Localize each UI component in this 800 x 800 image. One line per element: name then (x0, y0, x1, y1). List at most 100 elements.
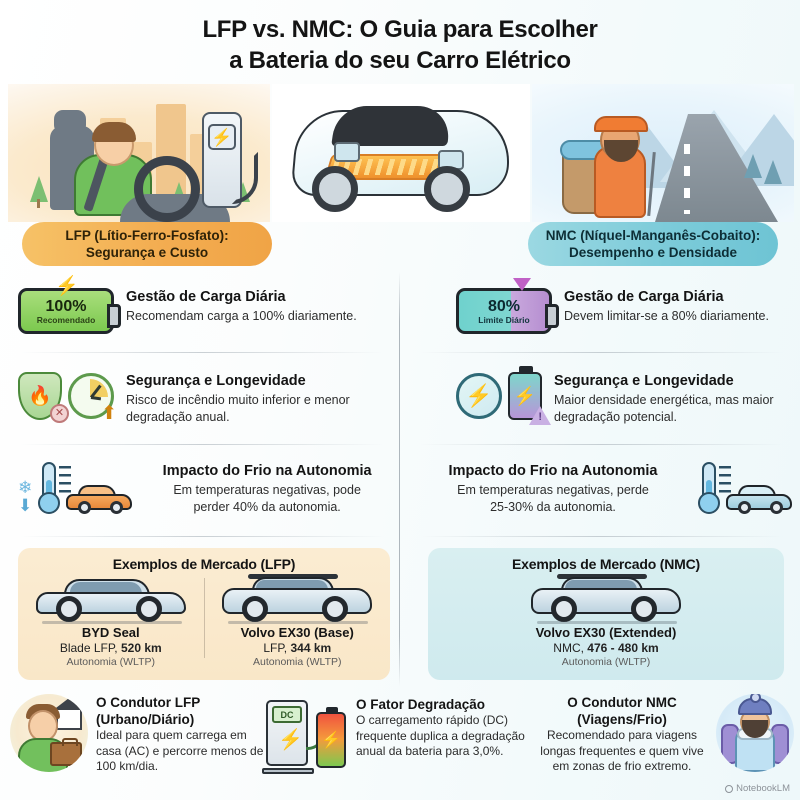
hero-image-ev-cutaway (272, 84, 530, 222)
car-wheel (551, 596, 577, 622)
warning-exclamation: ! (538, 411, 542, 423)
market-card-lfp: Exemplos de Mercado (LFP) BYD Seal Blade… (18, 548, 390, 680)
market-lfp-title: Exemplos de Mercado (LFP) (112, 556, 296, 572)
briefcase-icon (50, 738, 82, 766)
energy-density-icon: ⚡ (456, 373, 502, 419)
dc-label: DC (272, 706, 302, 723)
nmc-charge-title: Gestão de Carga Diária (564, 289, 724, 305)
avatar-beard (742, 720, 768, 738)
column-divider (399, 272, 400, 686)
lfp-safety-body: Risco de incêndio muito inferior e menor… (126, 393, 350, 424)
ev-roof-glass (331, 106, 453, 146)
banner-nmc-line-2: Desempenho e Densidade (568, 245, 738, 260)
clock-longevity-icon: ⬆ (68, 373, 117, 423)
up-arrow-icon: ⬆ (101, 403, 117, 424)
car-illustration (35, 574, 186, 624)
shield-fire-icon: 🔥 ✕ (18, 372, 69, 423)
degradation-title: O Fator Degradação (356, 697, 486, 712)
lfp-safety-row: 🔥 ✕ ⬆ Segurança e Longevidade Risco de i… (18, 372, 390, 425)
car-roof (557, 574, 647, 579)
driver-lfp-text: O Condutor LFP (Urbano/Diário) Ideal par… (96, 694, 265, 775)
page-title: LFP vs. NMC: O Guia para Escolher a Bate… (0, 6, 800, 84)
nmc-safety-body: Maior densidade energética, mas maior de… (554, 393, 774, 424)
nmc-charge-text: Gestão de Carga Diária Devem limitar-se … (564, 288, 769, 325)
car-glass (69, 582, 142, 594)
driver-nmc-text: O Condutor NMC (Viagens/Frio) Recomendad… (536, 694, 708, 775)
nmc-safety-row: ⚡ ⚡ ! Segurança e Longevidade Maior dens… (456, 366, 794, 425)
car-spec-range: 344 km (290, 641, 332, 655)
tree-icon (30, 176, 48, 202)
car-note: Autonomia (WLTP) (66, 656, 156, 668)
battery-80-icon: 80% Limite Diário (456, 278, 559, 334)
lfp-charge-row: ⚡ 100% Recomendado Gestão de Carga Diári… (18, 277, 390, 334)
car-spec: Blade LFP, 520 km (60, 641, 162, 656)
thermometer-icon (38, 462, 72, 514)
page-title-line-1: LFP vs. NMC: O Guia para Escolher (202, 16, 598, 43)
car-wheel (631, 596, 657, 622)
notebooklm-logo-icon (725, 784, 734, 793)
market-nmc-title: Exemplos de Mercado (NMC) (512, 556, 700, 572)
nmc-cold-row: Impacto do Frio na Autonomia Em temperat… (420, 462, 792, 515)
nmc-cold-icons (698, 462, 792, 514)
thermometer-bulb (38, 492, 61, 514)
battery-value: 100% (45, 297, 87, 315)
dc-charger-icon-group: DC ⚡ ⚡ (262, 694, 348, 776)
driver-lfp-title-line-2: (Urbano/Diário) (96, 712, 195, 727)
nmc-cold-title: Impacto do Frio na Autonomia (448, 463, 658, 479)
hero-image-mountain-hiker (532, 84, 794, 222)
lfp-cold-body-line-2: perder 40% da autonomia. (193, 499, 341, 514)
banner-lfp: LFP (Lítio-Ferro-Fosfato): Segurança e C… (22, 222, 272, 266)
steering-wheel-icon (134, 156, 200, 222)
nmc-cold-text: Impacto do Frio na Autonomia Em temperat… (420, 462, 686, 515)
nmc-charge-icons: 80% Limite Diário (456, 278, 559, 334)
battery-label: Recomendado (36, 314, 96, 325)
car-spec-plain: NMC, (553, 641, 588, 655)
driver-nmc-body: Recomendado para viagens longas frequent… (540, 728, 704, 773)
car-shadow (537, 621, 677, 624)
car-spec-plain: Blade LFP, (59, 641, 121, 655)
cold-traveler-avatar (716, 694, 794, 772)
car-wheel (55, 596, 82, 622)
lfp-cold-body-line-1: Em temperaturas negativas, pode (173, 483, 361, 497)
driver-hair (92, 122, 136, 142)
hiker-cap (594, 116, 648, 132)
nmc-cold-body-line-1: Em temperaturas negativas, perde (457, 483, 649, 497)
market-car-volvo-ex30-extended: Volvo EX30 (Extended) NMC, 476 - 480 km … (428, 572, 784, 669)
snowflake-icon: ❄ (18, 478, 33, 497)
tree-trunk (37, 199, 40, 208)
driver-lfp-title-line-1: O Condutor LFP (96, 695, 201, 710)
ev-wheel (424, 166, 470, 212)
nmc-charge-body: Devem limitar-se a 80% diariamente. (564, 309, 769, 323)
banner-nmc: NMC (Níquel-Manganês-Cobaito): Desempenh… (528, 222, 778, 266)
car-wheel (110, 501, 124, 514)
lfp-cold-icons: ❄ ⬇ (18, 462, 133, 514)
banner-lfp-line-1: LFP (Lítio-Ferro-Fosfato): (65, 228, 229, 243)
lfp-charge-body: Recomendam carga a 100% diariamente. (126, 309, 357, 323)
row-divider (20, 352, 384, 353)
battery-degradation-icon: ⚡ (316, 707, 346, 768)
row-divider (420, 536, 784, 537)
car-wheel (322, 596, 349, 622)
car-cold-icon (66, 484, 133, 514)
thermometer-fill (706, 480, 712, 498)
battery-value: 80% (487, 297, 521, 315)
flame-icon: 🔥 (28, 386, 52, 407)
car-name: BYD Seal (81, 625, 140, 640)
degradation-text: O Fator Degradação O carregamento rápido… (356, 694, 532, 760)
car-note: Autonomia (WLTP) (561, 656, 651, 668)
nmc-safety-title: Segurança e Longevidade (554, 373, 734, 389)
battery-warning-icon: ⚡ ! (508, 366, 551, 425)
market-card-nmc: Exemplos de Mercado (NMC) Volvo EX30 (Ex… (428, 548, 784, 680)
market-cell-divider (203, 578, 205, 658)
avatar-hat-pompom (750, 694, 761, 703)
ev-motor-rear (334, 142, 360, 162)
battery-100-icon: ⚡ 100% Recomendado (18, 277, 121, 334)
thermometer-ticks (719, 466, 731, 496)
hero-image-strip: ⚡ (0, 84, 800, 222)
car-glass (565, 580, 637, 590)
market-car-volvo-ex30-base: Volvo EX30 (Base) LFP, 344 km Autonomia … (205, 572, 391, 669)
market-nmc-body: Volvo EX30 (Extended) NMC, 476 - 480 km … (428, 572, 784, 668)
lfp-safety-icons: 🔥 ✕ ⬆ (18, 372, 117, 423)
car-glass (256, 580, 329, 590)
car-wheel (770, 501, 783, 514)
